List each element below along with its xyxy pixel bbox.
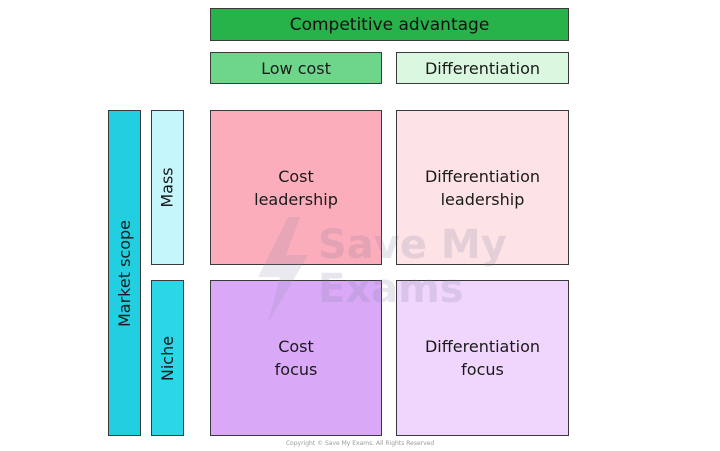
competitive-advantage-header: Competitive advantage [210, 8, 569, 41]
competitive-advantage-label: Competitive advantage [289, 14, 490, 35]
differentiation-leadership-cell: Differentiation leadership [396, 110, 569, 265]
differentiation-focus-line2: focus [461, 360, 504, 379]
differentiation-focus-cell: Differentiation focus [396, 280, 569, 436]
copyright-notice: Copyright © Save My Exams. All Rights Re… [285, 440, 435, 447]
differentiation-header: Differentiation [396, 52, 569, 84]
cost-leadership-line1: Cost [278, 166, 314, 186]
differentiation-focus-line1: Differentiation [424, 337, 540, 356]
low-cost-header: Low cost [210, 52, 382, 84]
niche-label: Niche [158, 335, 178, 381]
mass-header: Mass [151, 110, 184, 265]
cost-focus-cell: Cost focus [210, 280, 382, 436]
market-scope-header: Market scope [108, 110, 141, 436]
mass-label: Mass [158, 167, 177, 208]
cost-leadership-cell: Cost leadership [210, 110, 382, 265]
differentiation-label: Differentiation [424, 58, 540, 78]
niche-header: Niche [151, 280, 184, 436]
cost-leadership-line2: leadership [254, 189, 338, 209]
differentiation-leadership-line1: Differentiation [424, 166, 540, 186]
differentiation-leadership-line2: leadership [440, 189, 525, 209]
low-cost-label: Low cost [261, 58, 331, 78]
cost-focus-line2: focus [274, 360, 318, 379]
cost-focus-line1: Cost [278, 337, 314, 356]
market-scope-label: Market scope [115, 219, 135, 327]
